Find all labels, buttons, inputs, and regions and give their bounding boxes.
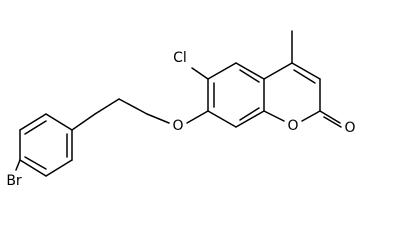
bond [118, 98, 148, 115]
bond [207, 110, 237, 128]
bond [207, 62, 237, 80]
bromine-atom-label: Br [6, 173, 22, 189]
chlorine-atom-label: Cl [173, 50, 187, 66]
bond [235, 62, 265, 80]
ring-oxygen-atom-label: O [287, 118, 298, 134]
carbonyl-oxygen-atom-label: O [344, 120, 355, 136]
bond [301, 110, 321, 122]
bond [235, 110, 265, 128]
bond [94, 98, 120, 115]
bond [45, 159, 73, 177]
ether-oxygen-atom-label: O [172, 118, 183, 134]
bond [293, 69, 316, 84]
bond [19, 113, 47, 131]
bond [71, 113, 96, 131]
bond [19, 159, 47, 177]
bond [24, 120, 47, 135]
bond [146, 113, 170, 124]
bond [263, 110, 285, 122]
bond [24, 156, 47, 170]
bond [263, 62, 293, 80]
bond [239, 69, 260, 83]
bond [319, 110, 341, 124]
bond [186, 110, 209, 124]
bond [191, 67, 209, 80]
molecule-structure-diagram: Br Cl O O O [6, 30, 356, 189]
bond [323, 116, 342, 128]
bond [239, 107, 260, 121]
bond [291, 62, 321, 80]
bond [45, 113, 73, 131]
bond-group [15, 30, 342, 177]
bond [15, 159, 21, 171]
